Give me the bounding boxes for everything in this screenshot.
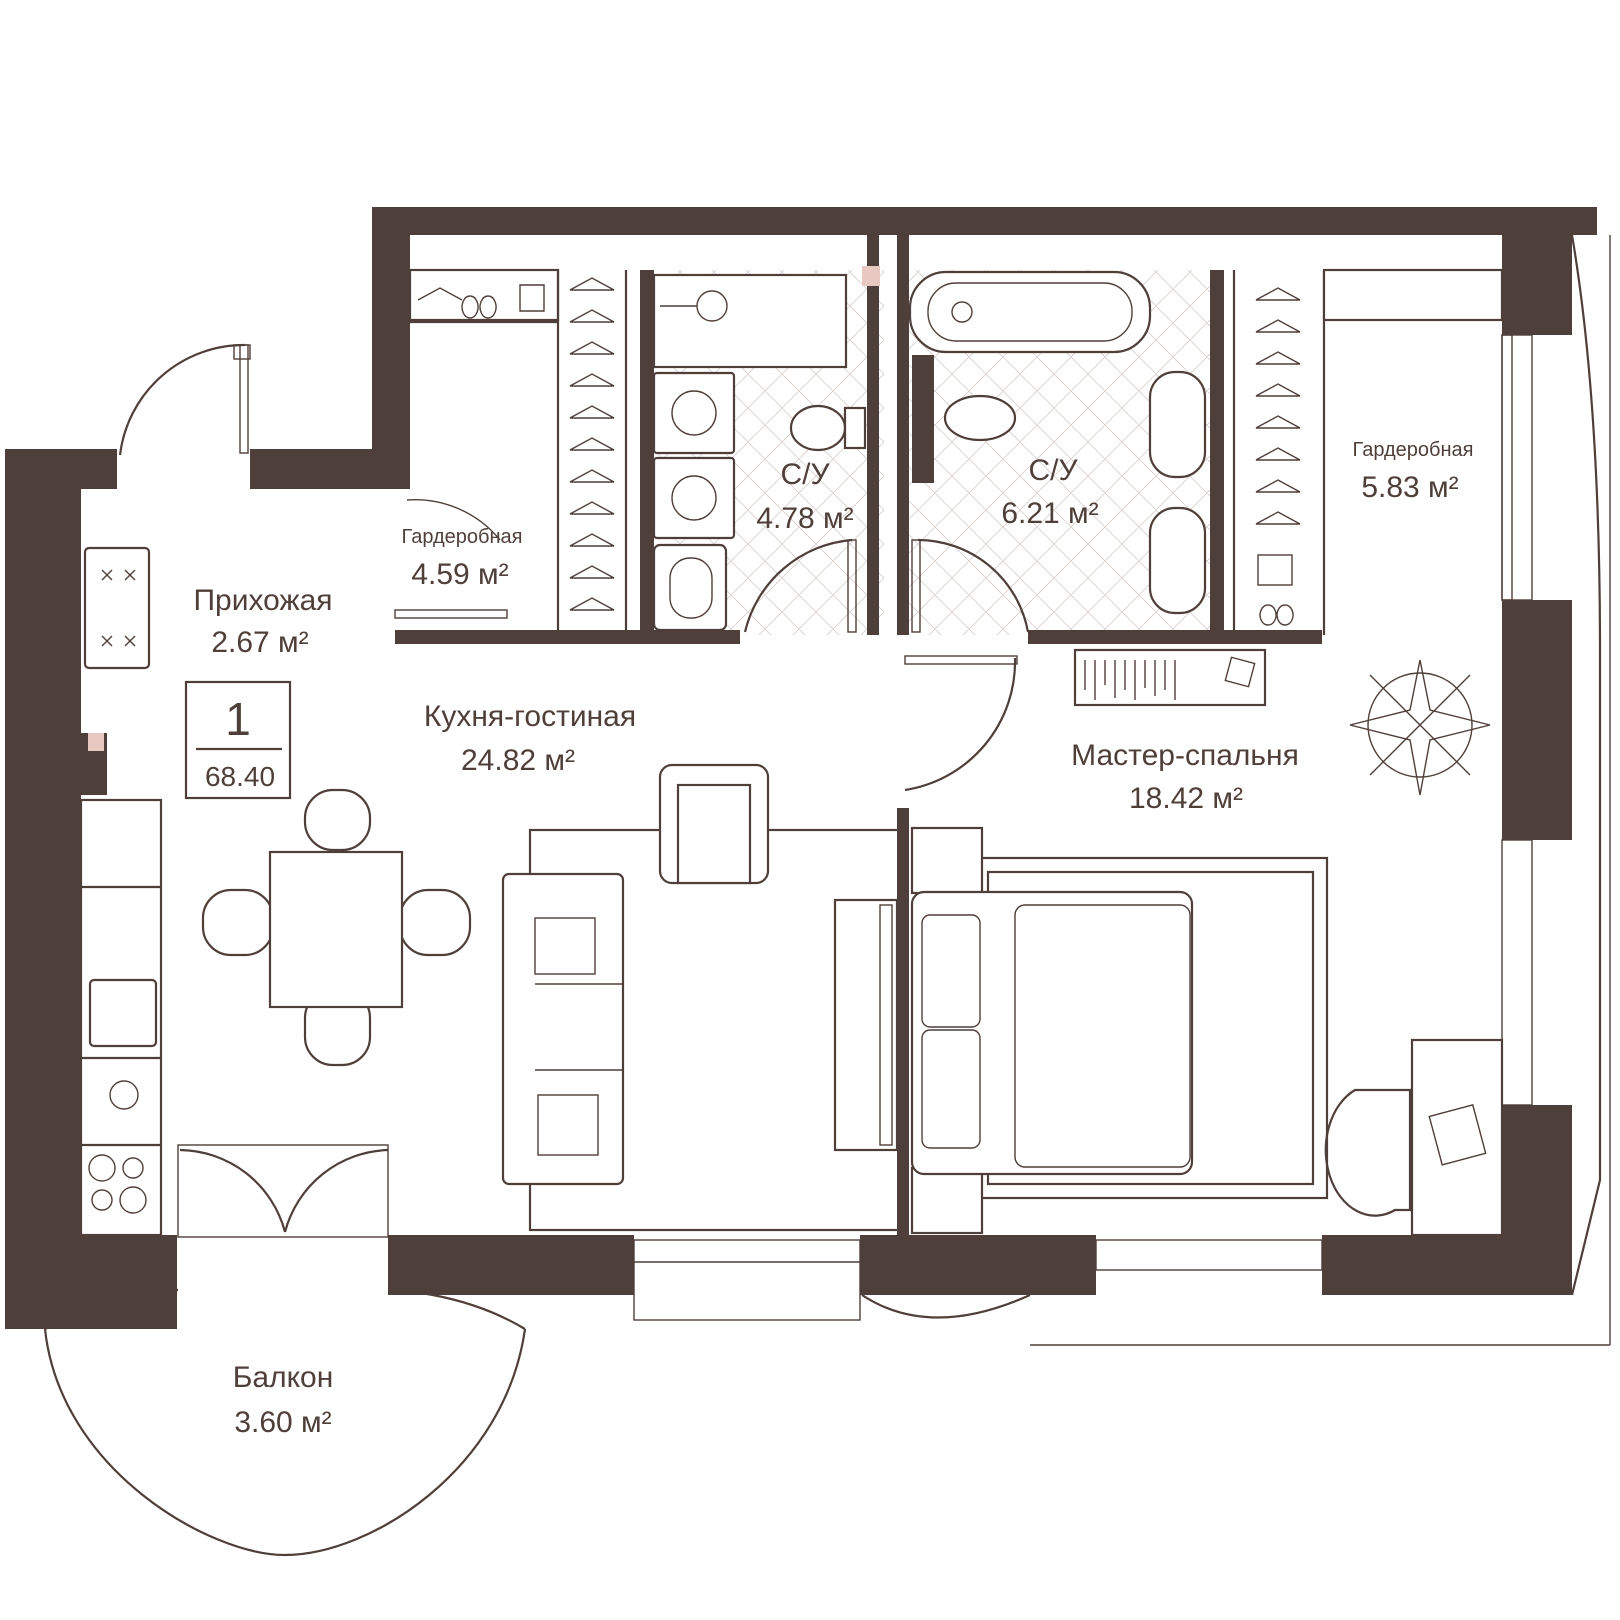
- unit-number: 1: [225, 693, 251, 745]
- room-label-hallway: Прихожая 2.67 м²: [193, 584, 332, 659]
- dresser: [1073, 648, 1267, 707]
- room-area: 24.82 м²: [461, 744, 575, 777]
- bathroom-1-door[interactable]: [743, 538, 857, 633]
- room-name: Кухня-гостиная: [424, 700, 636, 733]
- room-name: Мастер-спальня: [1071, 739, 1299, 772]
- windows: [633, 334, 1533, 1321]
- walls: [5, 207, 1597, 1329]
- room-name: С/У: [1028, 454, 1078, 487]
- room-area: 5.83 м²: [1361, 471, 1458, 504]
- room-area: 18.42 м²: [1129, 782, 1243, 815]
- bed: [910, 826, 1329, 1235]
- room-label-bathroom-2: С/У 6.21 м²: [1001, 454, 1098, 530]
- hanger-rail-left: [569, 277, 615, 611]
- desk: [1324, 1038, 1504, 1237]
- room-name: Прихожая: [193, 584, 332, 617]
- room-area: 4.78 м²: [756, 502, 853, 535]
- room-area: 4.59 м²: [411, 558, 508, 591]
- room-label-bedroom: Мастер-спальня 18.42 м²: [1071, 739, 1299, 815]
- bathroom-2-door[interactable]: [911, 538, 1030, 633]
- room-name: Гардеробная: [1353, 439, 1474, 461]
- bedroom-door[interactable]: [904, 655, 1018, 792]
- room-label-balcony: Балкон 3.60 м²: [233, 1361, 334, 1439]
- wardrobe-left: [394, 268, 628, 635]
- room-area: 2.67 м²: [211, 626, 308, 659]
- room-area: 6.21 м²: [1001, 497, 1098, 530]
- shoe-cabinet: [83, 546, 151, 670]
- plant-icon: [1349, 659, 1491, 796]
- unit-badge: 1 68.40: [184, 680, 292, 800]
- living-area: [501, 763, 907, 1232]
- room-label-bathroom-1: С/У 4.78 м²: [756, 458, 853, 535]
- room-label-wardrobe-1: Гардеробная 4.59 м²: [402, 526, 523, 591]
- room-label-wardrobe-2: Гардеробная 5.83 м²: [1353, 439, 1474, 504]
- entrance-door[interactable]: [118, 343, 251, 456]
- wardrobe-right: [1232, 268, 1513, 635]
- kitchen-counter: [79, 798, 163, 1237]
- ventilation-shafts: [88, 266, 880, 751]
- dining-table: [201, 788, 472, 1067]
- room-name: С/У: [780, 458, 830, 491]
- room-label-kitchen: Кухня-гостиная 24.82 м²: [424, 700, 636, 777]
- room-name: Гардеробная: [402, 526, 523, 548]
- balcony-outline: [43, 234, 1611, 1557]
- bathroom-2-fixtures: [908, 270, 1207, 615]
- total-area: 68.40: [205, 761, 275, 792]
- balcony-door[interactable]: [177, 1144, 389, 1238]
- room-name: Балкон: [233, 1361, 334, 1394]
- hanger-rail-right: [1255, 287, 1301, 525]
- bathroom-1-fixtures: [652, 273, 867, 632]
- room-area: 3.60 м²: [234, 1406, 331, 1439]
